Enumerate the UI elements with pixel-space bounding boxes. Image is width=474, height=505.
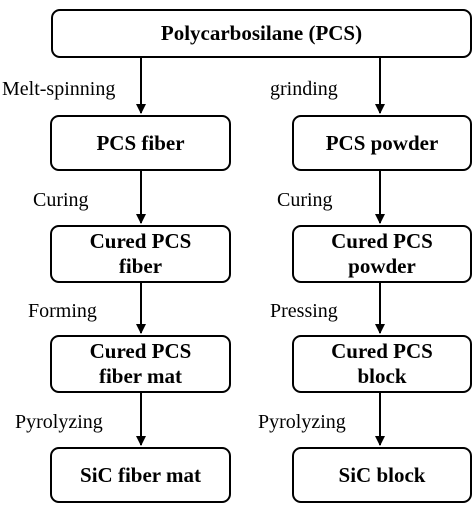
node-label-line: Cured PCS <box>331 229 433 253</box>
step-label-pyrolyzing-left: Pyrolyzing <box>15 411 103 433</box>
step-label-pyrolyzing-right: Pyrolyzing <box>258 411 346 433</box>
node-label-line: Cured PCS <box>89 229 192 253</box>
node-label-line: PCS powder <box>325 130 439 155</box>
node-label-line: PCS fiber <box>96 130 185 155</box>
node-polycarbosilane: Polycarbosilane (PCS) <box>51 9 472 58</box>
node-sic-fiber-mat: SiC fiber mat <box>50 447 231 503</box>
node-pcs-powder: PCS powder <box>292 115 472 171</box>
step-label-curing-left: Curing <box>33 189 89 211</box>
node-label-line: fiber <box>118 254 163 278</box>
node-label-line: powder <box>348 254 416 278</box>
step-label-curing-right: Curing <box>277 189 333 211</box>
node-polycarbosilane-label: Polycarbosilane (PCS) <box>160 21 363 45</box>
node-cured-pcs-fiber-mat: Cured PCS fiber mat <box>50 335 231 393</box>
step-label-pressing: Pressing <box>270 300 338 322</box>
node-label-line: SiC fiber mat <box>80 462 201 487</box>
node-label-line: Cured PCS <box>331 339 433 363</box>
node-label-line: SiC block <box>338 462 426 487</box>
node-label-line: Cured PCS <box>89 339 192 363</box>
node-cured-pcs-powder: Cured PCS powder <box>292 225 472 283</box>
step-label-melt-spinning: Melt-spinning <box>2 78 116 100</box>
node-pcs-fiber: PCS fiber <box>50 115 231 171</box>
node-sic-block: SiC block <box>292 447 472 503</box>
node-cured-pcs-fiber: Cured PCS fiber <box>50 225 231 283</box>
step-label-forming: Forming <box>28 300 97 322</box>
node-label-line: fiber mat <box>98 364 182 388</box>
node-cured-pcs-block: Cured PCS block <box>292 335 472 393</box>
step-label-grinding: grinding <box>270 78 338 100</box>
node-label-line: block <box>357 364 407 388</box>
